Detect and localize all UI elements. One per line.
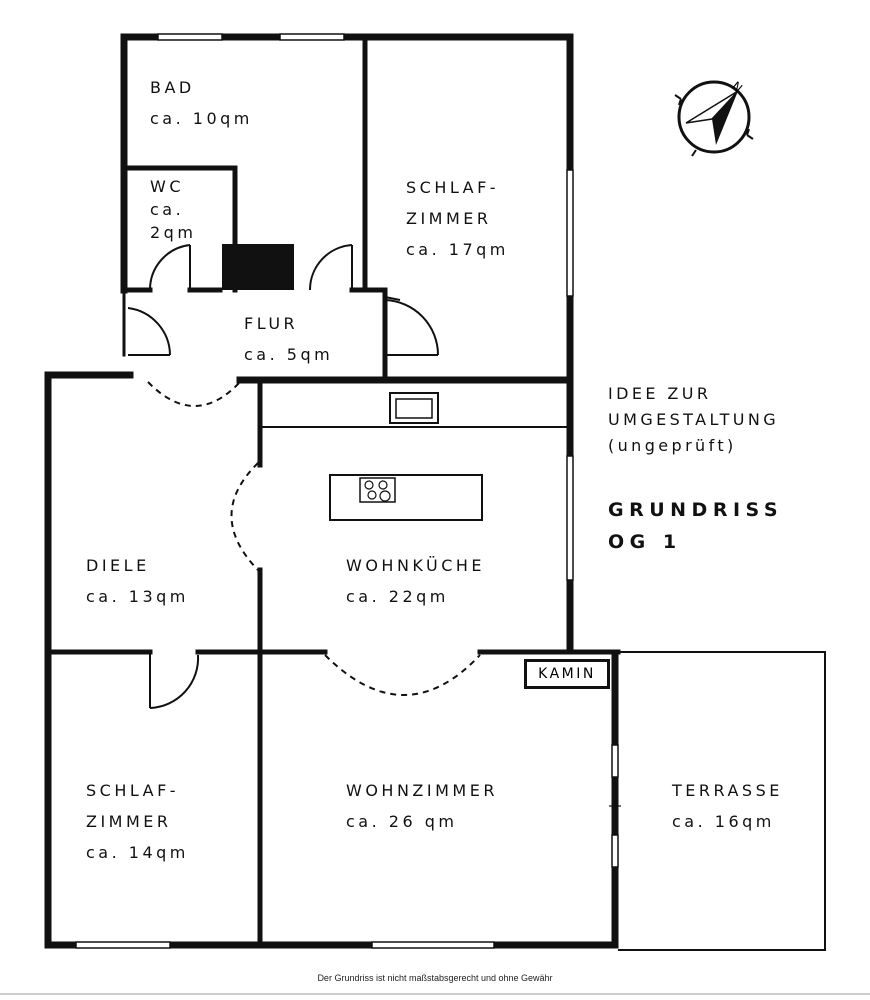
disclaimer: Der Grundriss ist nicht maßstabsgerecht … [317, 973, 553, 983]
sink-icon [389, 392, 439, 424]
kitchen-island [329, 474, 483, 521]
doors [127, 244, 439, 709]
cooktop-icon [359, 477, 396, 503]
room-kamin: KAMIN [524, 659, 610, 689]
windows [75, 33, 619, 949]
terrace-outline [618, 651, 826, 951]
chimney-block [222, 244, 294, 290]
footer-rule [0, 993, 870, 995]
compass-icon: N [674, 79, 754, 157]
compass-north-label: N [729, 79, 745, 95]
openings [147, 381, 481, 696]
